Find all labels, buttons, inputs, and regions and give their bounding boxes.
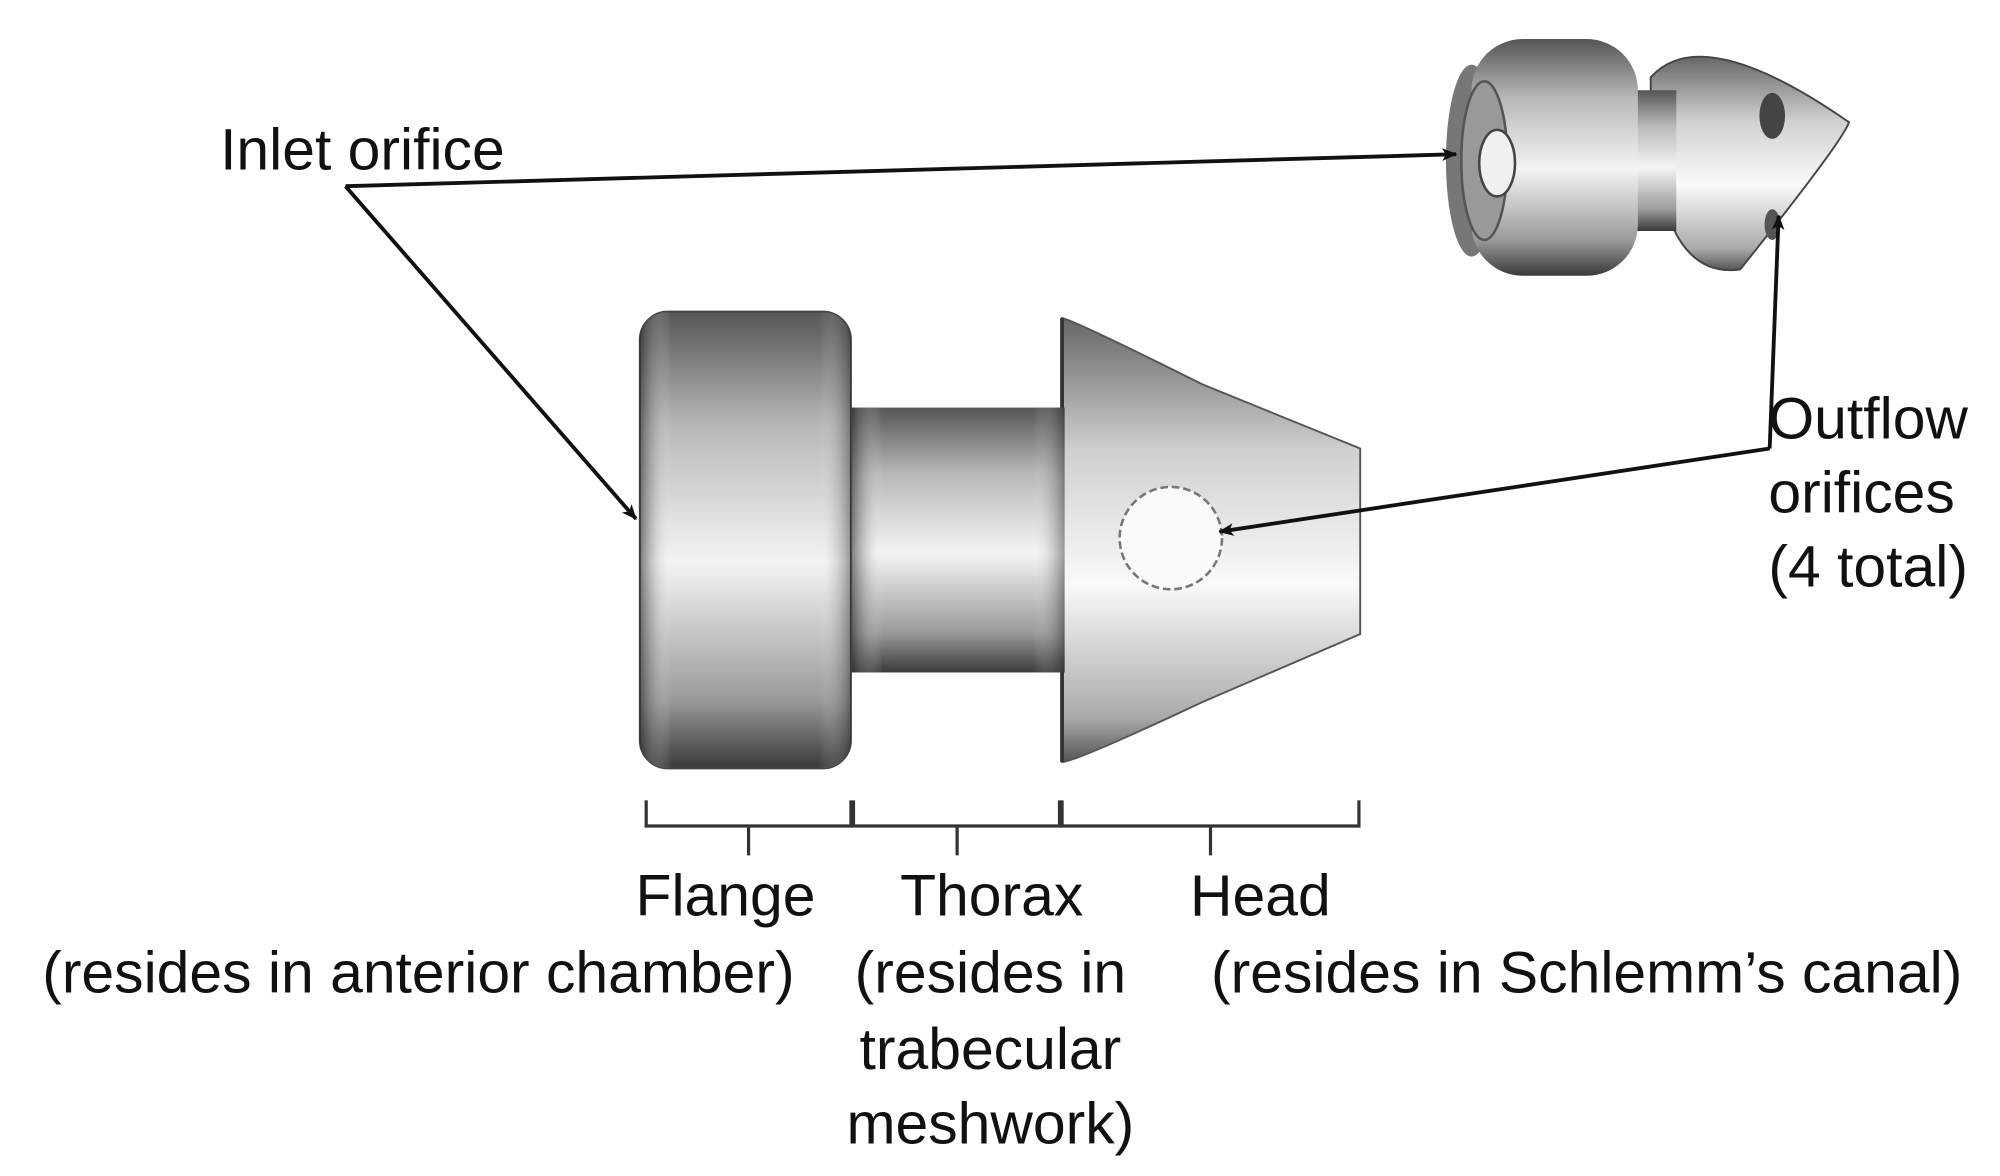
head-label: Head [1190,864,1331,929]
outflow-label-line3: (4 total) [1768,535,1968,600]
thorax-description-line1: (resides in [855,940,1127,1005]
large-device-illustration [638,310,1362,770]
outflow-label-line1: Outflow [1768,386,1968,451]
thorax-brace [851,800,1062,856]
flange-description: (resides in anterior chamber) [42,940,794,1005]
head-description: (resides in Schlemm’s canal) [1211,940,1962,1005]
inlet-orifice-label: Inlet orifice [220,118,505,183]
outflow-orifice [1118,485,1224,591]
head-brace [1060,800,1361,856]
inlet-leader-lines [344,148,1458,521]
outflow-leader-lines [1218,214,1785,536]
thorax-description-line2: trabecular [860,1017,1122,1082]
flange-brace [644,800,853,856]
outflow-label-line2: orifices [1768,461,1954,526]
thorax-description-line3: meshwork) [846,1091,1134,1156]
thorax-label: Thorax [900,864,1083,929]
small-device-illustration [1445,39,1851,276]
flange-label: Flange [636,864,816,929]
small-inlet-orifice [1477,128,1517,198]
